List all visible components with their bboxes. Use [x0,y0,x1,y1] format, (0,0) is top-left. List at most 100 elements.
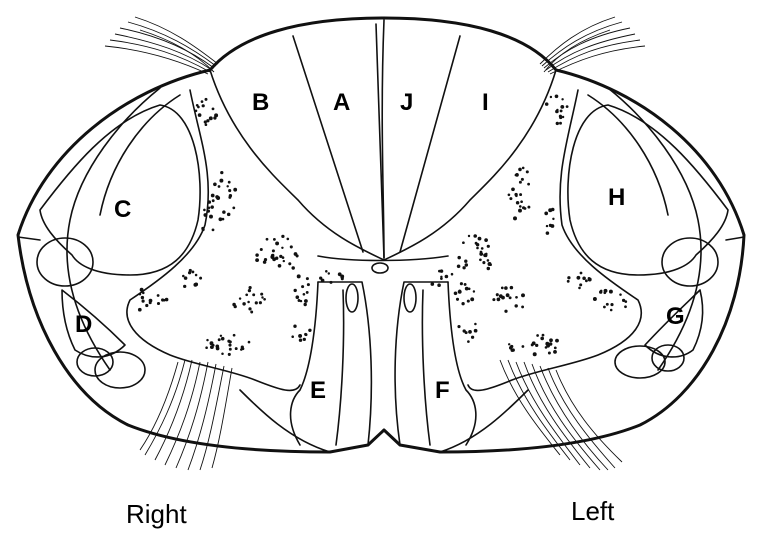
anterior-median-line-left [421,289,431,446]
neuron-dot [545,231,550,235]
neuron-dot [217,338,221,342]
neuron-dot [138,292,142,296]
neuron-dot [621,298,626,303]
neuron-dot [504,309,508,313]
neuron-dot [486,266,491,271]
neuron-dot [545,341,550,346]
neuron-dot [302,337,306,342]
neuron-dot [141,299,145,303]
neuron-dot [565,105,569,108]
neuron-dot [182,274,185,278]
neuron-dot [217,185,221,188]
neuron-dot [228,189,232,193]
neuron-dot [470,335,475,339]
neuron-dot [233,304,237,309]
neuron-dot [553,346,557,350]
neuron-dot [320,278,325,283]
neuron-dot [474,322,477,326]
neuron-dot [521,305,525,309]
neuron-dot [207,200,212,204]
neuron-dot [515,194,518,198]
neuron-dot [473,328,478,333]
neuron-dot [206,209,211,213]
neuron-dot [305,277,309,281]
lateral-boundary-right [66,87,161,371]
neuron-dot [476,246,479,250]
label-d: D [75,311,92,338]
neuron-dot [474,241,478,245]
neuron-dot [561,115,565,119]
neuron-dot [215,195,219,199]
side-label-left: Left [571,496,615,526]
neuron-dot [197,105,200,109]
neuron-dot [201,104,205,108]
neuron-dot [507,193,511,197]
neuron-dot [275,241,280,246]
neuron-dot [297,299,301,302]
neuron-dot [462,329,466,333]
neuron-dot [281,256,285,259]
neuron-dot [527,205,531,209]
neuron-dot [552,217,555,221]
neuron-dot [550,207,555,212]
neuron-dot [201,227,205,232]
anterior-column-right [289,281,319,446]
tract-oval-left-2 [614,345,666,379]
neuron-dot [211,228,215,232]
neuron-dot [208,116,213,121]
neuron-dot [438,269,441,273]
neuron-dot [205,346,208,349]
dorsal-column-outline [209,17,557,261]
neuron-dot [430,282,435,286]
ventral-region-e-border [239,389,331,453]
neuron-dot [206,338,209,342]
neuron-dot [219,178,224,183]
neuron-dot [548,223,553,228]
neuron-dot [437,283,441,287]
neuron-dot [194,273,198,277]
neuron-dot [473,234,477,238]
neuron-dot [505,293,510,298]
neuron-dot [265,237,269,241]
neuron-dot [199,276,203,280]
neuron-dot [544,211,549,216]
neuron-dot [226,185,229,188]
neuron-dot [207,206,211,210]
neuron-dot [513,216,517,221]
neuron-dot [457,255,461,260]
label-a: A [333,89,350,116]
neuron-dot [255,258,260,263]
neuron-dot [605,302,609,306]
neuron-dot [228,340,232,344]
neuron-dot [477,236,482,241]
neuron-dot [247,300,250,304]
neuron-dot [325,270,328,273]
neuron-dot [188,268,192,272]
neuron-dot [203,213,208,217]
neuron-dot [271,249,275,253]
neuron-dot [584,279,588,283]
neuron-dot [193,282,198,287]
neuron-dot [281,246,284,250]
neuron-dot [467,287,471,291]
neuron-dot [455,297,460,301]
neuron-dot [582,276,586,281]
neuron-dot [440,277,443,280]
neuron-dot [250,310,254,314]
anterior-median-line-right [335,289,345,446]
neuron-dot [197,113,202,117]
neuron-dot [240,348,243,351]
neuron-dot [148,298,153,303]
neuron-dot [220,170,224,175]
neuron-dot [319,276,323,280]
neuron-dot [472,290,476,293]
tract-oval-right-2 [94,351,146,389]
neuron-dot [592,297,597,301]
neuron-dot [489,263,492,267]
neuron-dot [536,334,539,337]
neuron-dot [509,285,514,290]
label-i: I [482,89,489,116]
neuron-dot [532,352,537,357]
dorsal-column-divider-3 [399,35,461,253]
